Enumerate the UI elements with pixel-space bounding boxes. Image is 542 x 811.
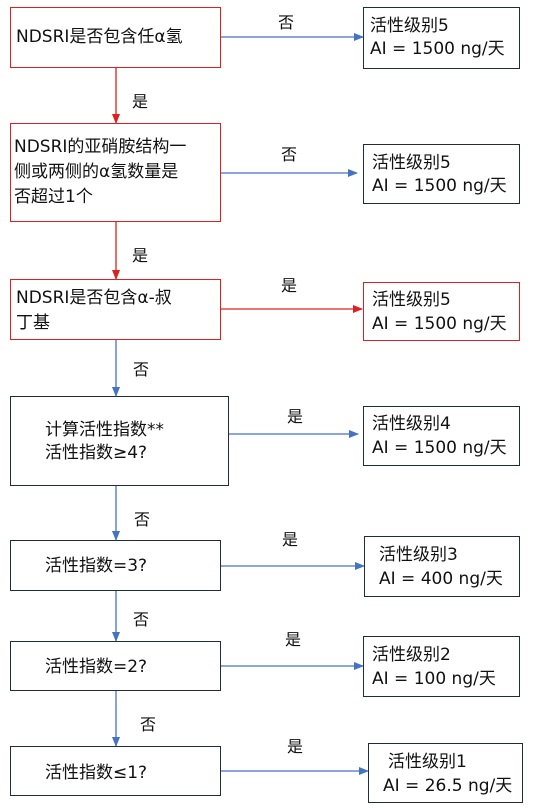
question-text: NDSRI是否包含α-叔 [16, 288, 172, 308]
question-text: 否超过1个 [14, 187, 93, 207]
down-label: 否 [133, 360, 150, 379]
down-label: 是 [132, 246, 149, 265]
side-label: 是 [285, 630, 302, 649]
question-text: 活性指数=2? [45, 657, 148, 677]
down-label: 否 [134, 510, 151, 529]
question-box-3: NDSRI是否包含α-叔 丁基 [10, 279, 221, 340]
result-ai: AI = 1500 ng/天 [370, 39, 505, 59]
result-box-1: 活性级别5 AI = 1500 ng/天 [363, 7, 520, 69]
result-category: 活性级别3 [379, 545, 458, 565]
down-label: 是 [132, 92, 149, 111]
result-ai: AI = 1500 ng/天 [372, 438, 507, 458]
side-label: 否 [278, 13, 295, 32]
question-text: 计算活性指数** [45, 420, 164, 440]
question-box-4: 计算活性指数** 活性指数≥4? [10, 396, 229, 486]
result-box-5: 活性级别3 AI = 400 ng/天 [364, 536, 520, 597]
result-ai: AI = 1500 ng/天 [372, 314, 507, 334]
question-box-7: 活性指数≤1? [10, 746, 221, 796]
question-box-2: NDSRI的亚硝胺结构一 侧或两侧的α氢数量是 否超过1个 [10, 123, 221, 222]
result-category: 活性级别2 [372, 645, 451, 665]
result-box-4: 活性级别4 AI = 1500 ng/天 [363, 406, 520, 466]
question-box-1: NDSRI是否包含任α氢 [10, 7, 221, 68]
side-label: 是 [281, 276, 298, 295]
result-category: 活性级别5 [372, 153, 451, 173]
result-box-2: 活性级别5 AI = 1500 ng/天 [363, 144, 520, 204]
result-category: 活性级别5 [370, 16, 449, 36]
question-text: 活性指数≥4? [45, 443, 148, 463]
side-label: 是 [287, 407, 304, 426]
side-label: 否 [281, 145, 298, 164]
result-box-6: 活性级别2 AI = 100 ng/天 [363, 636, 520, 697]
result-category: 活性级别5 [372, 290, 451, 310]
result-ai: AI = 1500 ng/天 [372, 176, 507, 196]
result-ai: AI = 400 ng/天 [379, 569, 503, 589]
question-box-5: 活性指数=3? [10, 540, 221, 591]
question-text: 活性指数=3? [45, 556, 148, 576]
down-label: 否 [133, 610, 150, 629]
side-label: 是 [282, 530, 299, 549]
question-text: 丁基 [16, 313, 50, 333]
question-text: 活性指数≤1? [45, 763, 148, 783]
question-box-6: 活性指数=2? [10, 641, 221, 691]
result-box-3: 活性级别5 AI = 1500 ng/天 [363, 282, 520, 341]
result-ai: AI = 100 ng/天 [372, 669, 496, 689]
question-text: NDSRI是否包含任α氢 [16, 27, 183, 47]
result-category: 活性级别4 [372, 414, 451, 434]
result-category: 活性级别1 [388, 752, 467, 772]
result-box-7: 活性级别1 AI = 26.5 ng/天 [368, 743, 523, 803]
question-text: NDSRI的亚硝胺结构一 [14, 137, 187, 157]
side-label: 是 [287, 737, 304, 756]
result-ai: AI = 26.5 ng/天 [383, 776, 513, 796]
down-label: 否 [140, 715, 157, 734]
question-text: 侧或两侧的α氢数量是 [14, 162, 179, 182]
